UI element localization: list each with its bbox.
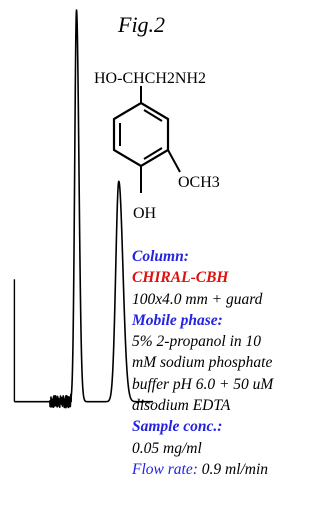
methoxy-label: OCH3 <box>178 174 220 191</box>
mobile-phase-line: 5% 2-propanol in 10 <box>132 333 262 351</box>
mobile-phase-line: mM sodium phosphate <box>132 354 273 372</box>
flow-rate-value: 0.9 ml/min <box>201 460 269 478</box>
mobile-phase-line: buffer pH 6.0 + 50 uM <box>132 375 274 393</box>
chromatogram-trace <box>13 9 154 409</box>
sample-conc-label: Sample conc.: <box>132 418 223 436</box>
chromatogram-trace-group <box>13 9 154 409</box>
column-label: Column: <box>132 248 189 265</box>
ring-double-bond-top <box>143 109 163 122</box>
flow-rate-row: Flow rate: 0.9 ml/min <box>132 459 324 480</box>
side-chain-label: HO-CHCH2NH2 <box>94 70 206 87</box>
flow-rate-label: Flow rate: <box>132 460 198 478</box>
hydroxyl-label: OH <box>133 205 157 222</box>
methoxy-bond <box>167 149 181 173</box>
benzene-ring <box>112 101 170 168</box>
figure-title: Fig.2 <box>118 12 166 37</box>
mobile-phase-label: Mobile phase: <box>132 311 223 329</box>
column-name: CHIRAL-CBH <box>132 269 229 287</box>
sample-conc-value: 0.05 mg/ml <box>132 439 202 457</box>
molecule-structure: HO-CHCH2NH2 OCH3 OH <box>94 70 220 222</box>
column-dimensions: 100x4.0 mm + guard <box>132 290 263 308</box>
mobile-phase-line: disodium EDTA <box>132 397 231 415</box>
ring-double-bond-bottom <box>143 147 163 160</box>
method-info: Column: CHIRAL-CBH 100x4.0 mm + guard Mo… <box>132 246 324 480</box>
